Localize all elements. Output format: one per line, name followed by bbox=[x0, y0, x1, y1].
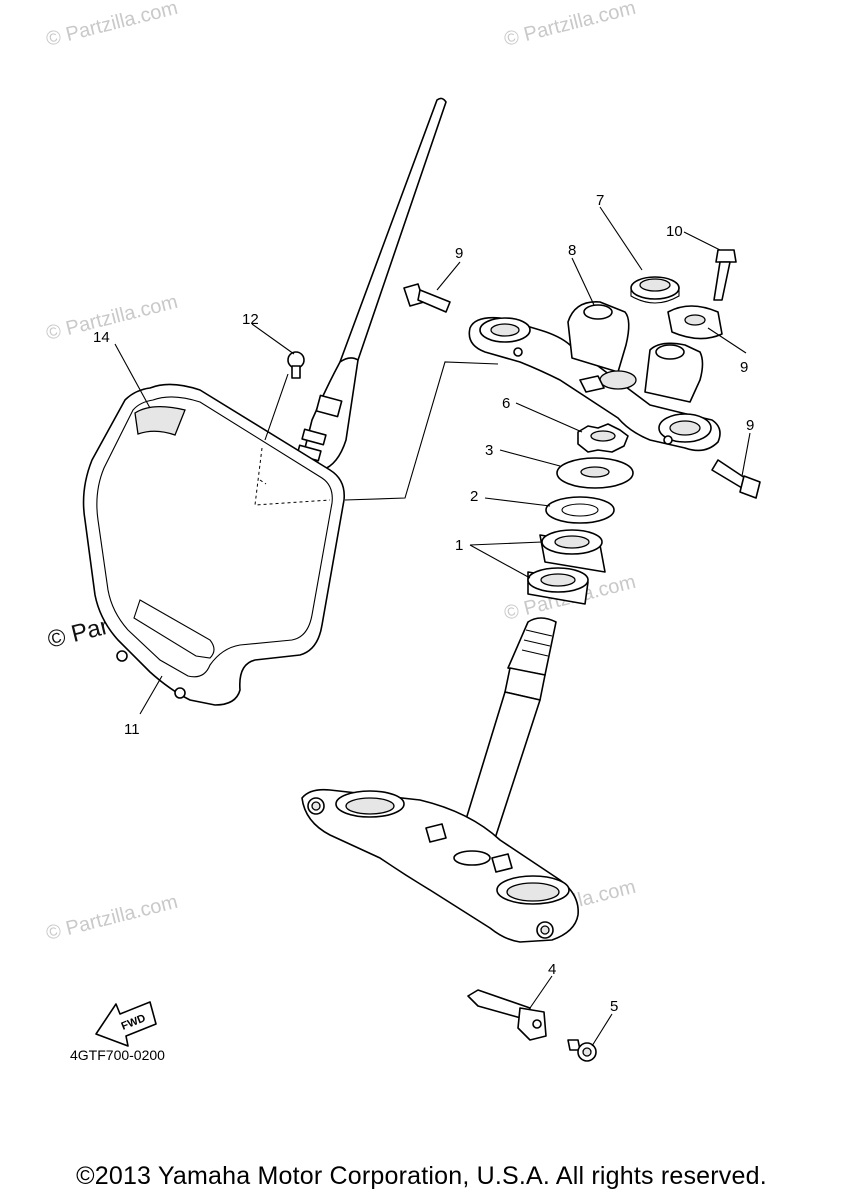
callout-3: 3 bbox=[485, 442, 493, 459]
bolt-11 bbox=[713, 249, 737, 301]
cable-guide-4 bbox=[467, 989, 547, 1041]
bolt-9-right bbox=[711, 459, 761, 499]
number-plate bbox=[82, 97, 499, 706]
callout-7: 7 bbox=[596, 192, 604, 209]
callout-14: 14 bbox=[93, 329, 110, 346]
callouts: 7 8 10 9 9 9 9 6 3 2 1 12 14 11 4 5 bbox=[93, 192, 754, 1015]
lower-triple-clamp bbox=[301, 788, 579, 943]
callout-9-right: 9 bbox=[746, 417, 754, 434]
bolt-9-left bbox=[403, 283, 451, 313]
holder-cap-10 bbox=[667, 305, 723, 340]
washer-3 bbox=[556, 457, 634, 489]
watermark: © Partzilla.com bbox=[44, 0, 180, 51]
callout-6: 6 bbox=[502, 395, 510, 412]
bearing-1-upper bbox=[539, 529, 606, 573]
washer-7 bbox=[630, 276, 680, 304]
diagram-code: 4GTF700-0200 bbox=[70, 1047, 165, 1063]
bolt-13 bbox=[287, 351, 305, 379]
callout-13: 12 bbox=[242, 311, 259, 328]
watermark: © Partzilla.com bbox=[44, 291, 180, 345]
callout-9-top: 9 bbox=[455, 245, 463, 262]
callout-8: 8 bbox=[568, 242, 576, 259]
bearing-1-lower bbox=[527, 567, 589, 605]
fwd-arrow-icon: FWD bbox=[95, 1001, 157, 1047]
watermark: © Partzilla.com bbox=[44, 891, 180, 945]
callout-11: 10 bbox=[666, 223, 683, 240]
copyright-notice: ©2013 Yamaha Motor Corporation, U.S.A. A… bbox=[76, 1162, 767, 1190]
leader-lines bbox=[114, 206, 751, 1047]
seal-2 bbox=[545, 496, 615, 524]
ring-nut-6 bbox=[577, 423, 629, 453]
callout-10: 9 bbox=[740, 359, 748, 376]
number-plate-body bbox=[82, 383, 346, 706]
number-plate-rod bbox=[339, 97, 447, 363]
callout-1: 1 bbox=[455, 537, 463, 554]
callout-5: 5 bbox=[610, 998, 618, 1015]
upper-triple-clamp bbox=[468, 301, 721, 452]
watermark: © Partzilla.com bbox=[502, 0, 638, 51]
callout-2: 2 bbox=[470, 488, 478, 505]
screw-5 bbox=[567, 1039, 597, 1062]
callout-4: 4 bbox=[548, 961, 556, 978]
callout-12: 11 bbox=[124, 721, 140, 738]
steering-stem bbox=[455, 617, 557, 861]
